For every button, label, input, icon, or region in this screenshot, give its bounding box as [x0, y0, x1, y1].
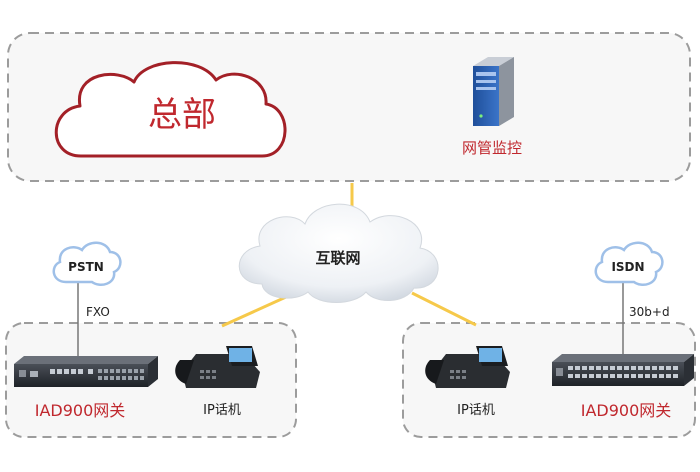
- right-ip-phone-icon: [425, 346, 510, 388]
- internet-label: 互联网: [315, 249, 360, 267]
- left-gateway-device: [14, 356, 158, 387]
- right-gateway-label: IAD900网关: [581, 401, 672, 420]
- left-phone-label: IP话机: [203, 403, 241, 418]
- monitor-label: 网管监控: [462, 139, 522, 157]
- hq-cloud: [54, 61, 287, 158]
- pstn-cloud: [52, 241, 122, 286]
- link-internet-right-branch: [411, 291, 477, 327]
- hq-label: 总部: [148, 95, 216, 135]
- isdn-cloud: [594, 241, 664, 286]
- right-phone-label: IP话机: [457, 403, 495, 418]
- left-gateway-label: IAD900网关: [35, 401, 126, 420]
- link-rate-label: 30b+d: [629, 305, 670, 319]
- right-branch-container: [402, 322, 696, 438]
- isdn-label: ISDN: [611, 260, 644, 274]
- left-ip-phone-icon: [175, 346, 260, 388]
- fxo-label: FXO: [86, 305, 110, 319]
- internet-cloud: [238, 203, 439, 303]
- right-gateway-device: [552, 354, 694, 386]
- server-icon: [473, 57, 514, 126]
- link-internet-left-branch: [221, 295, 287, 328]
- pstn-label: PSTN: [68, 260, 104, 274]
